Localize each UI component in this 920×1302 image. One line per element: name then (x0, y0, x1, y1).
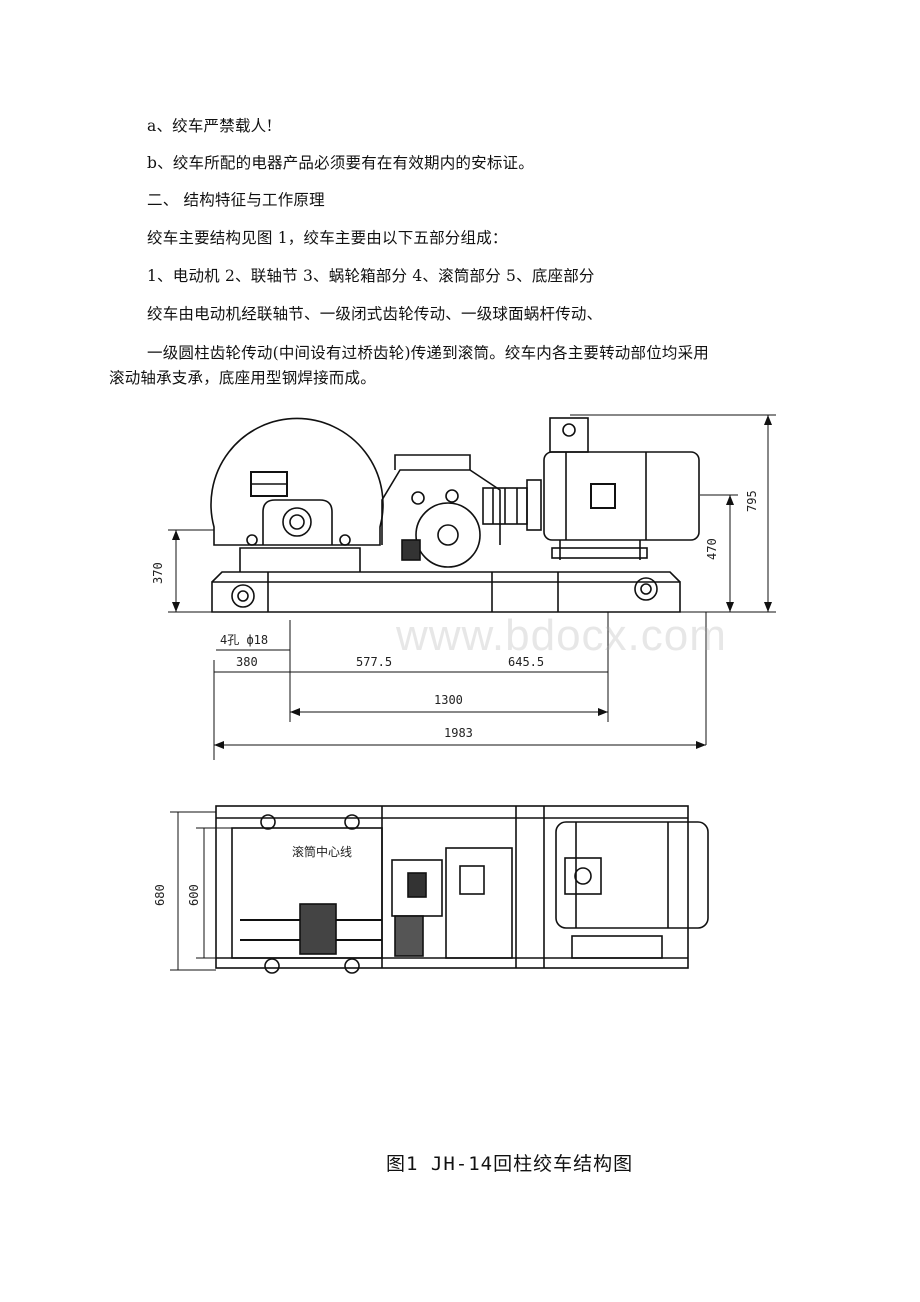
dim-380: 380 (236, 655, 258, 669)
motor-terminal-box (549, 417, 589, 453)
dim-680: 680 (153, 884, 167, 906)
dim-470: 470 (705, 538, 719, 560)
dim-795: 795 (745, 490, 759, 512)
paragraph-line-2: b、绞车所配的电器产品必须要有在有效期内的安标证。 (147, 154, 534, 172)
dim-holes: 4孔 ф18 (220, 633, 268, 647)
drum-shaft-circle (282, 507, 312, 537)
top-terminal-box (564, 857, 602, 895)
top-motor-body (555, 821, 709, 929)
top-base-frame (215, 805, 689, 969)
paragraph-line-6: 绞车由电动机经联轴节、一级闭式齿轮传动、一级球面蜗杆传动、 (147, 305, 603, 323)
figure-caption: 图1 JH-14回柱绞车结构图 (386, 1153, 634, 1175)
dim-600: 600 (187, 884, 201, 906)
dim-1983: 1983 (444, 726, 473, 740)
watermark: www.bdocx.com (396, 611, 727, 660)
paragraph-line-1: a、绞车严禁载人! (147, 117, 273, 135)
dim-1300: 1300 (434, 693, 463, 707)
section-heading: 二、 结构特征与工作原理 (147, 191, 325, 209)
worm-box-outline (381, 469, 501, 545)
paragraph-line-4: 绞车主要结构见图 1，绞车主要由以下五部分组成： (147, 229, 508, 247)
paragraph-line-7: 一级圆柱齿轮传动(中间设有过桥齿轮)传递到滚筒。绞车内各主要转动部位均采用 (147, 344, 709, 362)
dim-370: 370 (151, 562, 165, 584)
dim-645-5: 645.5 (508, 655, 544, 669)
motor-body (543, 451, 700, 541)
paragraph-line-5: 1、电动机 2、联轴节 3、蜗轮箱部分 4、滚筒部分 5、底座部分 (147, 267, 595, 285)
dim-577-5: 577.5 (356, 655, 392, 669)
paragraph-line-8: 滚动轴承支承，底座用型钢焊接而成。 (109, 369, 376, 387)
winch-side-view-drawing: 370 470 795 4孔 ф18 380 577.5 645.5 1300 … (151, 414, 776, 760)
drum-centerline-label: 滚筒中心线 (292, 844, 352, 859)
base-hole-right (634, 577, 658, 601)
base-hole-left (231, 584, 255, 608)
